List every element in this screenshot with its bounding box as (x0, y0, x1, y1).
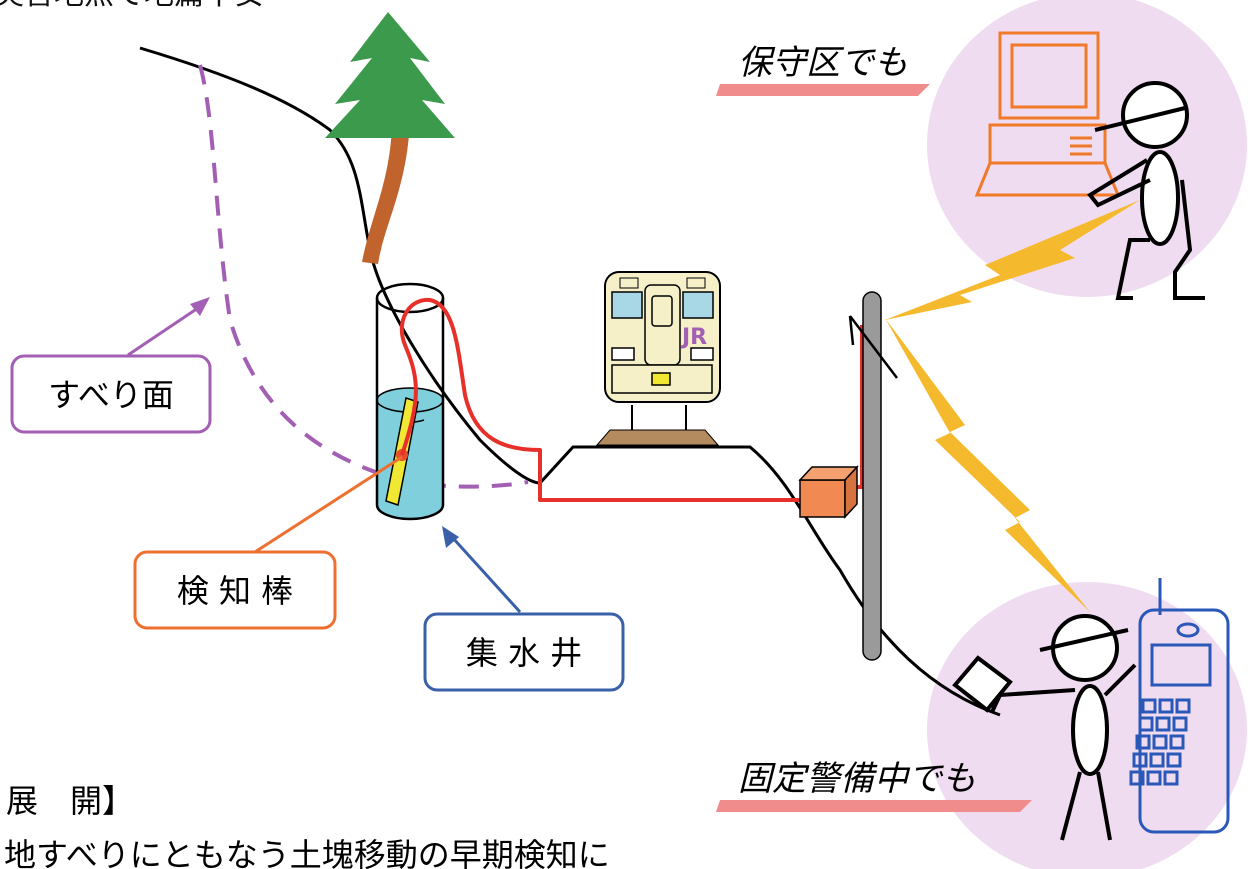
field-worker (952, 614, 1137, 841)
slip-surface-label-box (10, 354, 212, 434)
fixed-guard-caption: 固定警備中でも (738, 759, 976, 799)
train: JR (595, 271, 721, 446)
jr-logo: JR (680, 325, 707, 350)
detection-rod-label: 検 知 棒 (177, 572, 293, 610)
computer-icon (974, 31, 1121, 197)
slip-pointer-arrow (190, 297, 210, 316)
slip-surface-label: すべり面 (48, 376, 174, 414)
utility-pole (848, 291, 898, 661)
field-caption-underline (716, 800, 1032, 812)
office-worker (1087, 81, 1205, 300)
header-text: 災害地点で地篇不安 (0, 0, 264, 12)
maintenance-office-caption: 保守区でも (738, 43, 908, 83)
well-pointer-line (450, 535, 522, 614)
field-lightning (885, 318, 1090, 612)
pole-cable (852, 325, 864, 489)
catch-well-label-box (423, 612, 625, 692)
slip-pointer-line (127, 306, 199, 357)
bottom-heading: 展 開】 (6, 782, 134, 820)
bottom-body-text: 地すべりにともなう土塊移動の早期検知に (4, 836, 610, 869)
office-lightning (885, 200, 1140, 320)
junction-box (798, 465, 859, 519)
well-pointer-arrow (442, 526, 459, 548)
ground-slope-line (139, 46, 1001, 717)
catch-well-label: 集 水 井 (466, 634, 582, 672)
tree-trunk (362, 100, 411, 264)
sensor-cable (399, 297, 800, 502)
office-caption-underline (716, 84, 930, 96)
slip-surface-arc (198, 64, 529, 489)
rod-pointer-line (254, 455, 403, 554)
detection-rod-label-box (133, 550, 337, 630)
tree (325, 12, 455, 264)
mobile-phone-icon (1129, 578, 1230, 834)
